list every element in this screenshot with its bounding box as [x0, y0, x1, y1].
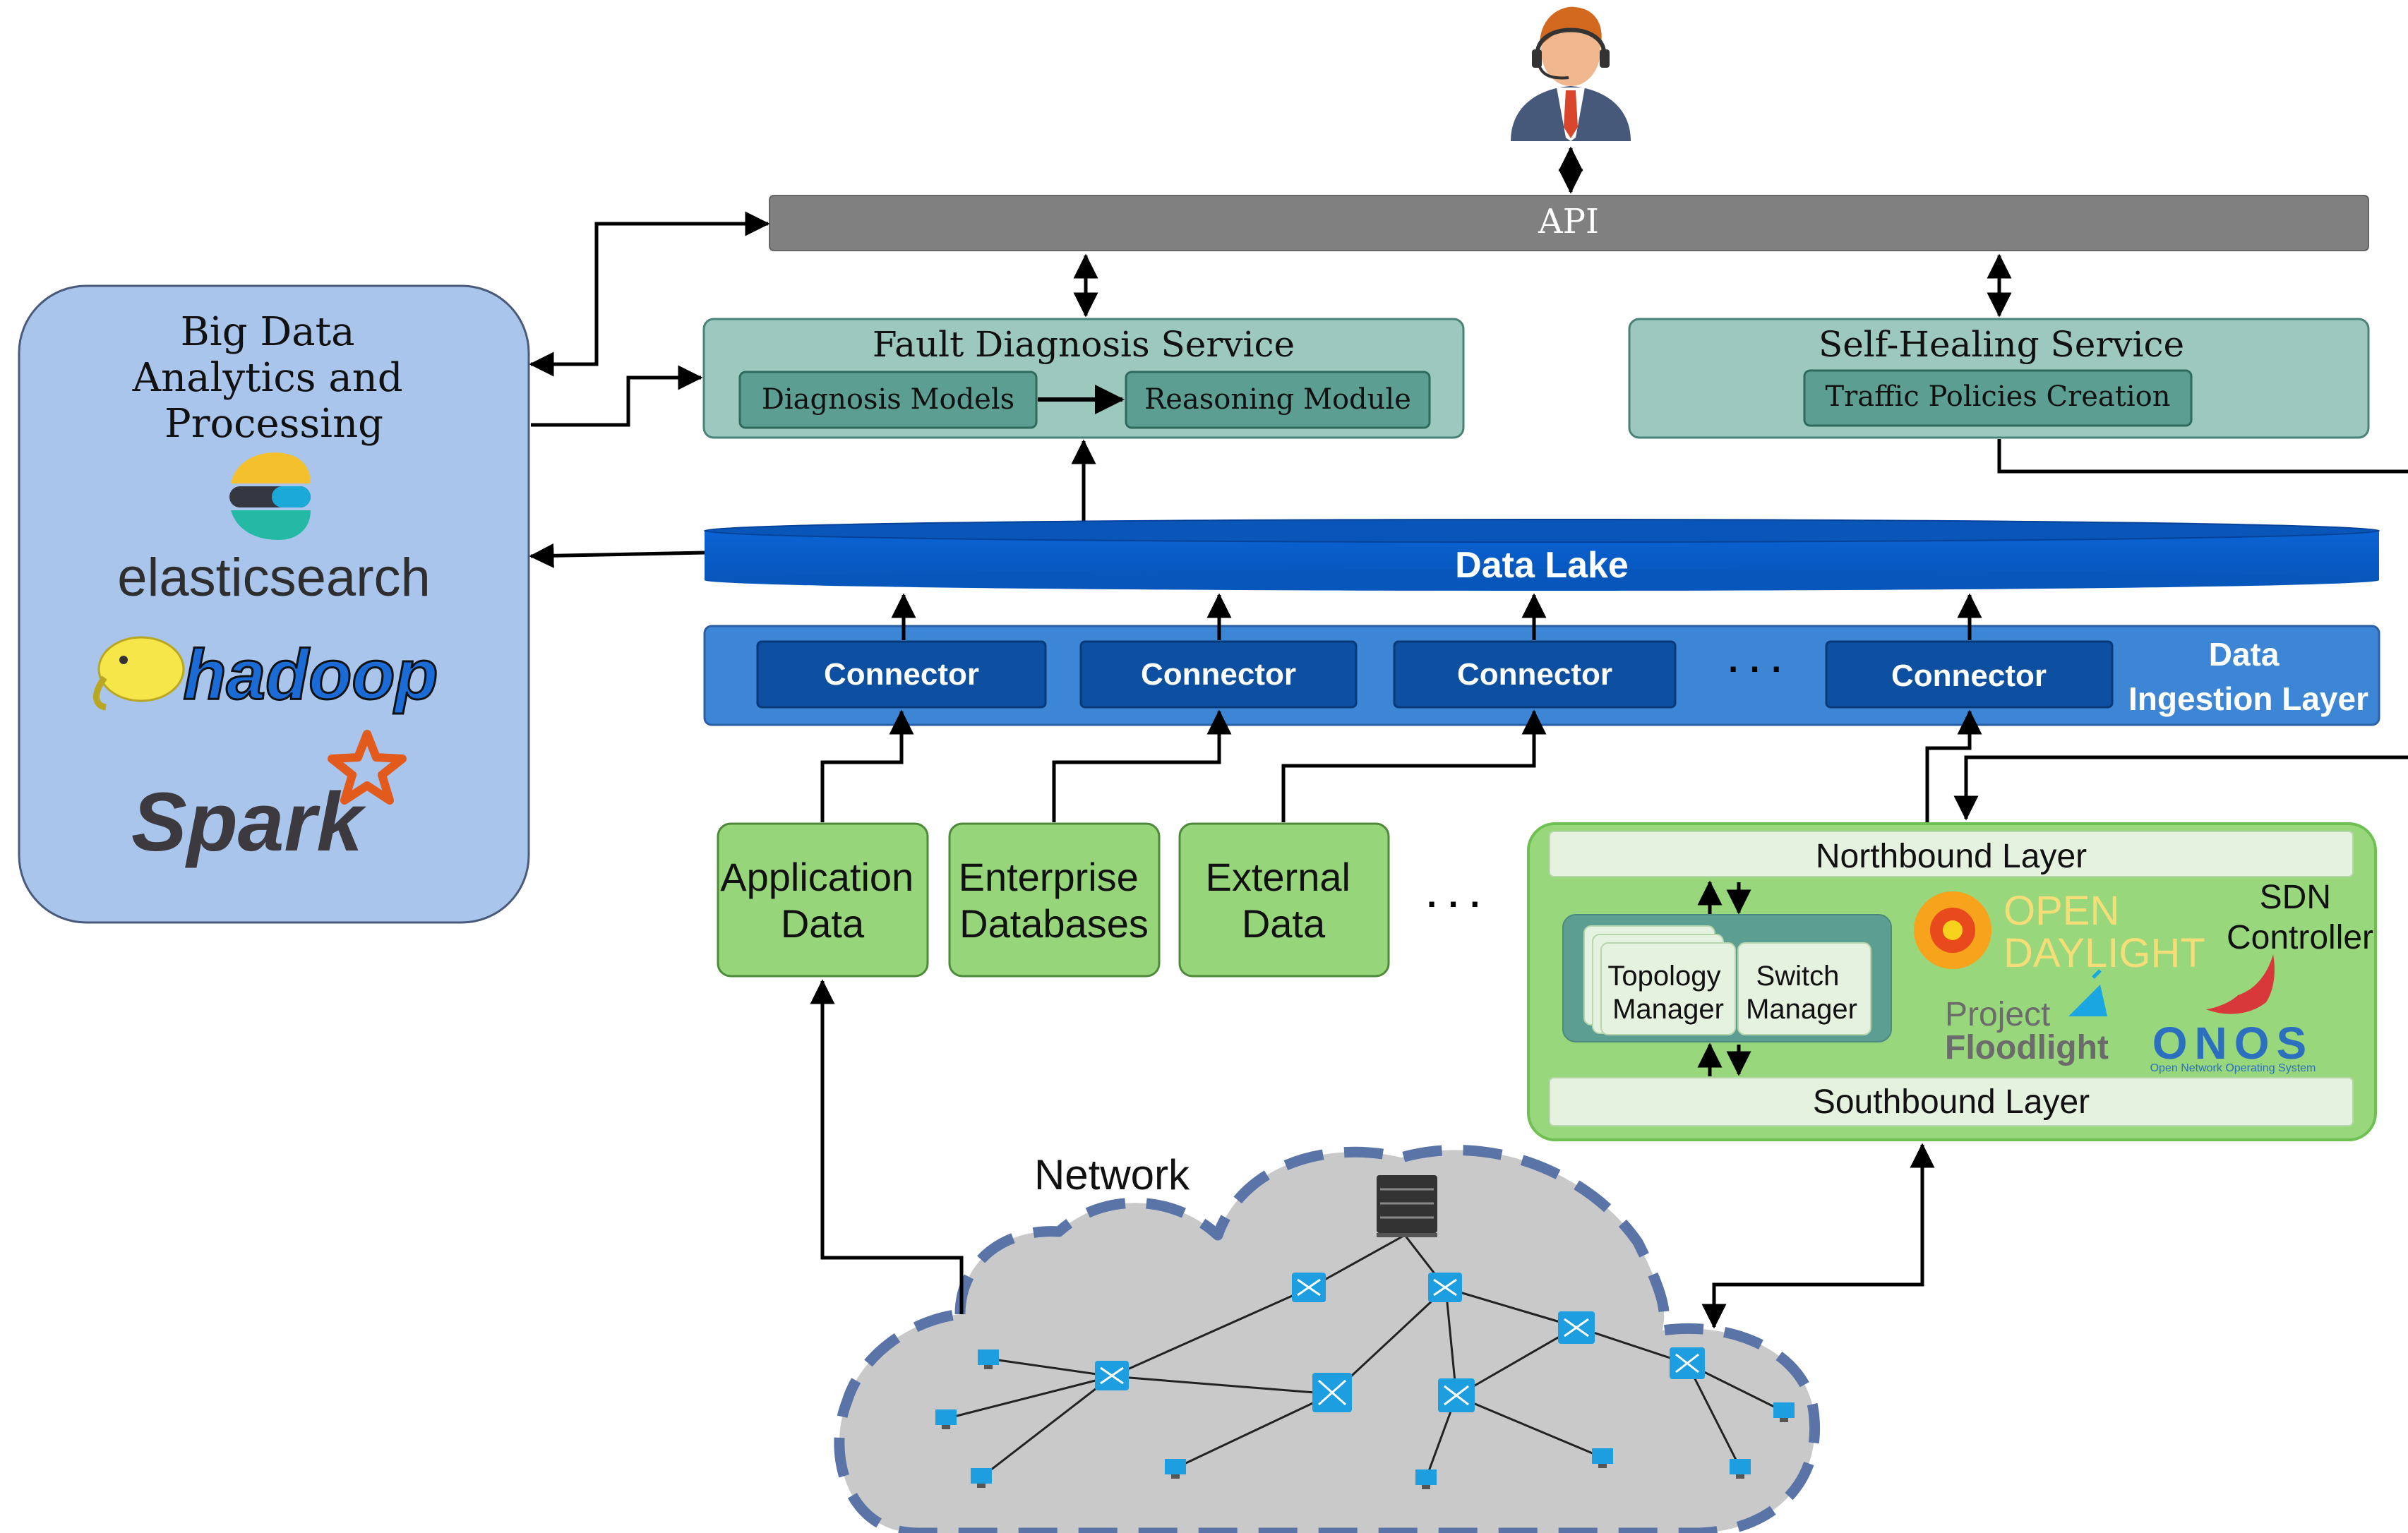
- spark-wordmark: Spark: [131, 776, 366, 869]
- onos-wordmark: ONOS: [2152, 1018, 2313, 1069]
- opendaylight-flower-icon: [1914, 891, 1991, 969]
- analytics-title: Big Data Analytics and Processing: [132, 309, 416, 447]
- traffic-policies-box: [1803, 369, 2193, 427]
- connector-4: Connector: [1825, 640, 2114, 709]
- analytics-fault-arrow: [531, 365, 703, 427]
- onos-subtitle: Open Network Operating System: [2150, 1062, 2316, 1074]
- switch-manager-box: [1737, 942, 1871, 1035]
- southbound-layer: [1549, 1077, 2354, 1126]
- topology-manager-box: [1600, 942, 1736, 1035]
- ingestion-layer-label: Data Ingestion Layer: [2128, 636, 2368, 717]
- switch-manager-label: Switch Manager: [1746, 961, 1857, 1025]
- onos-bird-icon: [2206, 954, 2275, 1014]
- sdn-controller-label: SDN Controller: [2227, 879, 2373, 956]
- svg-text:External Data: External Data: [1206, 855, 1362, 946]
- sources-ellipsis: · · ·: [1427, 884, 1482, 924]
- server-icon: [1377, 1175, 1437, 1237]
- svg-text:Connector: Connector: [1891, 659, 2047, 693]
- svg-text:Connector: Connector: [1457, 657, 1612, 692]
- host-computer-icon: [1592, 1448, 1613, 1468]
- elasticsearch-wordmark: elasticsearch: [117, 548, 431, 608]
- floodlight-wordmark: Project Floodlight: [1945, 996, 2109, 1066]
- sdn-connector4-arrow: [1925, 709, 1982, 822]
- external-connector3-arrow: [1281, 709, 1547, 822]
- traffic-policies-label: Traffic Policies Creation: [1825, 380, 2170, 413]
- svg-text:Application Data: Application Data: [720, 855, 925, 946]
- network-appdata-arrow: [810, 979, 964, 1314]
- northbound-label: Northbound Layer: [1816, 838, 2087, 875]
- connector-1: Connector: [756, 640, 1047, 709]
- spark-star-icon: [328, 730, 407, 805]
- host-computer-icon: [971, 1468, 992, 1488]
- host-computer-icon: [935, 1409, 957, 1429]
- host-computer-icon: [1730, 1459, 1751, 1479]
- diagnosis-models-label: Diagnosis Models: [762, 383, 1014, 416]
- host-computer-icon: [1773, 1402, 1795, 1422]
- floodlight-lamp-icon: [2068, 969, 2107, 1016]
- topology-manager-label: Topology Manager: [1607, 961, 1728, 1025]
- network-label: Network: [1034, 1151, 1190, 1198]
- fault-diagnosis-title: Fault Diagnosis Service: [873, 324, 1295, 365]
- selfhealing-sdn-arrow: [1953, 755, 2408, 821]
- svg-text:Enterprise Databases: Enterprise Databases: [959, 855, 1150, 946]
- reasoning-module-label: Reasoning Module: [1144, 383, 1411, 416]
- host-computer-icon: [1165, 1459, 1186, 1479]
- northbound-layer: [1549, 831, 2354, 877]
- svg-text:Connector: Connector: [824, 657, 979, 692]
- hadoop-elephant-icon: [93, 636, 185, 711]
- data-lake-label: Data Lake: [1455, 545, 1629, 586]
- switch-icon: [1292, 1273, 1326, 1302]
- opendaylight-wordmark: OPEN DAYLIGHT: [2003, 888, 2205, 976]
- switch-icon: [1438, 1378, 1475, 1412]
- hadoop-wordmark: hadoop: [183, 635, 438, 714]
- southbound-label: Southbound Layer: [1813, 1083, 2090, 1121]
- svg-text:Connector: Connector: [1141, 657, 1296, 692]
- connector-3: Connector: [1393, 640, 1677, 709]
- diagnosis-models-box: [738, 371, 1038, 429]
- switch-icon: [1312, 1373, 1352, 1412]
- host-computer-icon: [978, 1349, 999, 1369]
- appdata-connector1-arrow: [820, 709, 914, 822]
- switch-icon: [1670, 1347, 1705, 1379]
- reasoning-module-box: [1125, 371, 1431, 429]
- source-external-data: External Data: [1178, 822, 1390, 978]
- api-analytics-arrow: [529, 211, 770, 377]
- selfhealing-sdn-connector: [1997, 439, 2408, 474]
- network-cloud: [834, 1144, 1821, 1533]
- enterprise-connector2-arrow: [1052, 709, 1232, 822]
- self-healing-title: Self-Healing Service: [1819, 324, 2184, 365]
- connector-2: Connector: [1079, 640, 1358, 709]
- lake-analytics-arrow: [529, 543, 705, 568]
- source-enterprise-databases: Enterprise Databases: [948, 822, 1161, 978]
- operator-icon: [1511, 6, 1631, 141]
- data-lake: [704, 519, 2380, 591]
- connector-ellipsis: · · ·: [1728, 649, 1783, 689]
- switch-icon: [1558, 1311, 1595, 1344]
- network-southbound-arrow: [1701, 1143, 1935, 1329]
- switch-icon: [1095, 1361, 1129, 1390]
- elasticsearch-logo-icon: [229, 452, 311, 540]
- source-application-data: Application Data: [717, 822, 929, 978]
- api-label: API: [1538, 202, 1599, 241]
- host-computer-icon: [1415, 1469, 1437, 1489]
- switch-icon: [1428, 1273, 1462, 1302]
